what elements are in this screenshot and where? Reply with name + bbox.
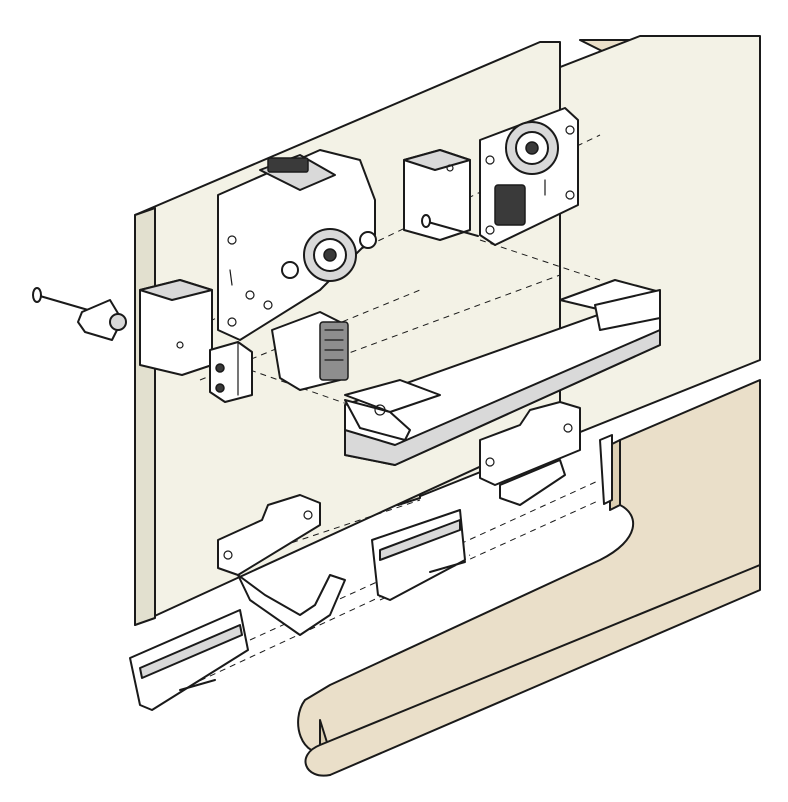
mounting-bracket-left (139, 279, 213, 376)
bottom-guide-plate-center (479, 401, 581, 506)
screw-left (32, 287, 96, 313)
bottom-track-left (129, 609, 249, 711)
clip-housing (271, 311, 349, 391)
upper-roller-carriage-left (217, 149, 377, 341)
bottom-rail-board (297, 379, 761, 777)
mounting-bracket-right (403, 149, 471, 241)
upper-roller-carriage-right (479, 107, 579, 246)
screw-right (421, 214, 479, 237)
wing-knob (77, 299, 127, 341)
bottom-guide-plate-left (217, 494, 346, 636)
damper-unit (344, 279, 661, 466)
bottom-track-center (371, 509, 466, 601)
stop-block (209, 341, 253, 403)
